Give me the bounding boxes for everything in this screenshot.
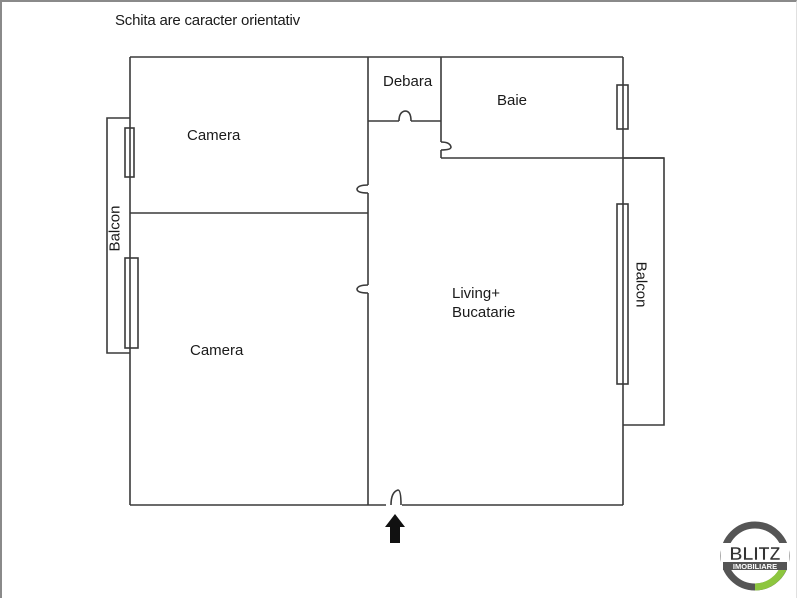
window-left-top	[124, 127, 135, 178]
balcony-left-outline	[106, 117, 130, 354]
arrow-up-icon	[385, 514, 405, 543]
room-label-balcon-right: Balcon	[632, 261, 650, 308]
door-camera-top	[356, 184, 369, 194]
room-label-living-line2: Bucatarie	[452, 304, 516, 321]
window-right-top	[616, 84, 629, 130]
window-left-bottom	[124, 257, 139, 349]
door-camera-bottom	[356, 284, 369, 294]
door-baie	[440, 141, 452, 151]
room-label-balcon-left: Balcon	[106, 205, 124, 252]
room-label-living-line1: Living+	[452, 285, 500, 302]
room-label-camera-top: Camera	[187, 127, 241, 144]
window-right-bottom	[616, 203, 629, 385]
room-label-baie: Baie	[497, 92, 528, 109]
logo-brand: BLITZ	[730, 544, 781, 564]
blitz-logo: BLITZ IMOBILIARE	[720, 521, 790, 591]
logo-subtitle: IMOBILIARE	[733, 562, 777, 571]
balcony-right-outline	[623, 157, 665, 426]
room-label-living: Living+ Bucatarie	[452, 284, 515, 322]
door-entrance	[390, 489, 402, 506]
door-debara	[398, 110, 412, 122]
room-label-camera-bottom: Camera	[190, 342, 244, 359]
disclaimer-title: Schita are caracter orientativ	[115, 12, 300, 29]
room-label-debara: Debara	[383, 73, 433, 90]
